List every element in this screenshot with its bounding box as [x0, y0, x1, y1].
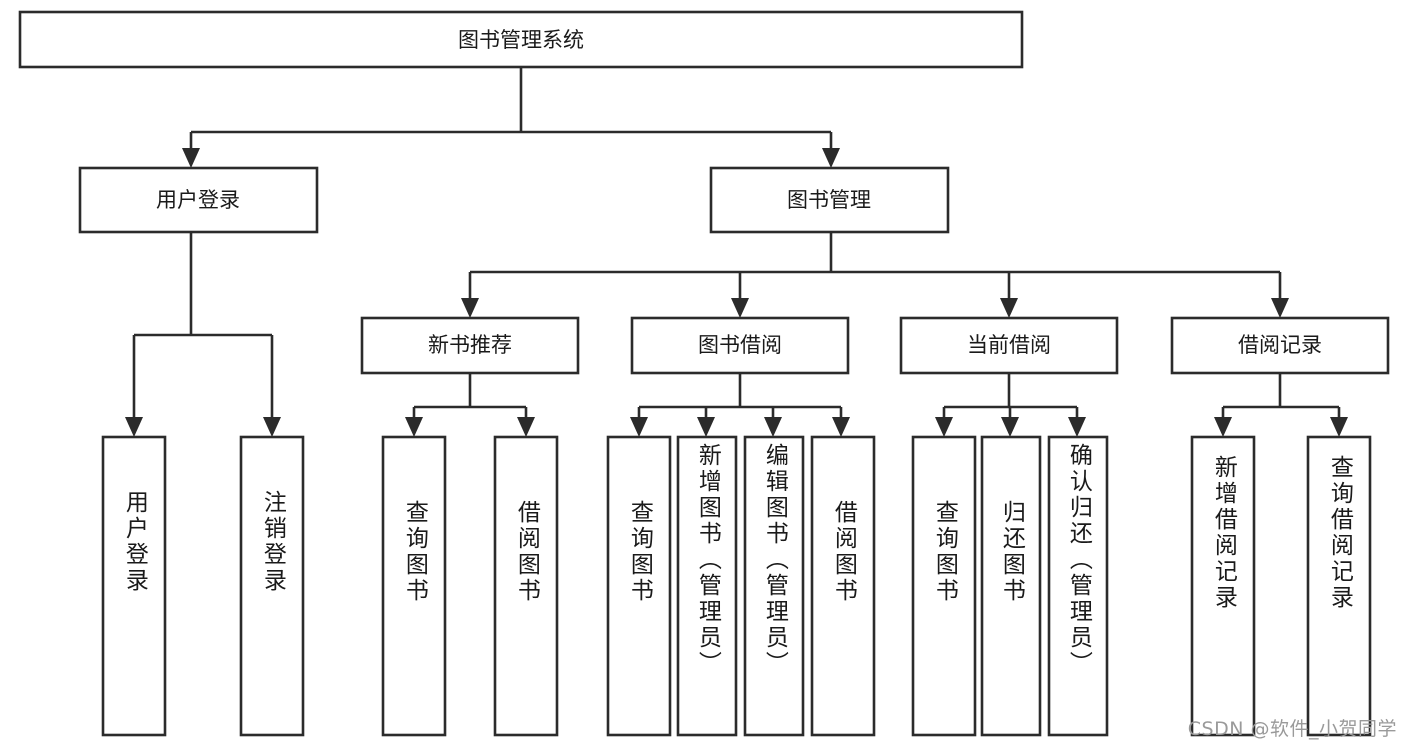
- arrowhead-book-borrow: [731, 298, 749, 318]
- arrowhead-leaf-query-book-2: [630, 417, 648, 437]
- node-book-manage-box[interactable]: [709, 166, 950, 234]
- arrowhead-leaf-edit-book: [764, 417, 782, 437]
- csdn-watermark: CSDN @软件_小贺同学: [1187, 718, 1397, 740]
- arrowhead-leaf-confirm-return: [1068, 417, 1086, 437]
- node-root[interactable]: 图书管理系统: [18, 10, 1024, 69]
- node-leaf-confirm-return-box[interactable]: [1047, 435, 1109, 737]
- node-leaf-add-book-box[interactable]: [676, 435, 738, 737]
- node-root-label: 图书管理系统: [458, 28, 584, 52]
- node-current-borrow-label: 当前借阅: [967, 333, 1051, 357]
- arrowhead-leaf-add-book: [697, 417, 715, 437]
- node-borrow-record-label: 借阅记录: [1238, 333, 1322, 357]
- node-borrow-record-box[interactable]: [1170, 316, 1390, 375]
- arrowhead-leaf-user-logout: [263, 417, 281, 437]
- node-user-login-label: 用户登录: [156, 188, 240, 212]
- node-leaf-user-login-box[interactable]: [101, 435, 167, 737]
- node-book-manage-label: 图书管理: [787, 188, 871, 212]
- node-book-borrow[interactable]: 图书借阅: [630, 316, 850, 375]
- node-book-manage[interactable]: 图书管理: [709, 166, 950, 234]
- node-leaf-query-book-3-box[interactable]: [911, 435, 977, 737]
- arrowhead-current-borrow: [1000, 298, 1018, 318]
- node-current-borrow[interactable]: 当前借阅: [899, 316, 1119, 375]
- arrowhead-leaf-add-record: [1214, 417, 1232, 437]
- node-new-book-rec-label: 新书推荐: [428, 333, 512, 357]
- node-leaf-edit-book-box[interactable]: [743, 435, 805, 737]
- node-leaf-add-record-box[interactable]: [1190, 435, 1256, 737]
- node-layer: 图书管理系统 用户登录 图书管理 新书推荐 图书借阅 当前: [18, 10, 1390, 737]
- arrowhead-leaf-query-book-3: [935, 417, 953, 437]
- node-borrow-record[interactable]: 借阅记录: [1170, 316, 1390, 375]
- connector-layer: [125, 67, 1348, 437]
- node-new-book-rec-box[interactable]: [360, 316, 580, 375]
- node-leaf-query-record-box[interactable]: [1306, 435, 1372, 737]
- node-book-borrow-box[interactable]: [630, 316, 850, 375]
- arrowhead-leaf-user-login: [125, 417, 143, 437]
- arrowhead-leaf-query-record: [1330, 417, 1348, 437]
- arrowhead-leaf-borrow-book-1: [517, 417, 535, 437]
- node-root-box[interactable]: [18, 10, 1024, 69]
- node-leaf-user-logout-box[interactable]: [239, 435, 305, 737]
- node-leaf-return-book-box[interactable]: [980, 435, 1042, 737]
- node-user-login-box[interactable]: [78, 166, 319, 234]
- node-leaf-query-book-2-box[interactable]: [606, 435, 672, 737]
- node-current-borrow-box[interactable]: [899, 316, 1119, 375]
- arrowhead-borrow-record: [1271, 298, 1289, 318]
- arrowhead-user-login: [182, 148, 200, 168]
- arrowhead-leaf-borrow-book-2: [832, 417, 850, 437]
- node-leaf-query-book-1-box[interactable]: [381, 435, 447, 737]
- node-book-borrow-label: 图书借阅: [698, 333, 782, 357]
- arrowhead-leaf-return-book: [1001, 417, 1019, 437]
- node-user-login[interactable]: 用户登录: [78, 166, 319, 234]
- arrowhead-book-manage: [822, 148, 840, 168]
- node-leaf-borrow-book-2-box[interactable]: [810, 435, 876, 737]
- arrowhead-new-book-rec: [461, 298, 479, 318]
- arrowhead-leaf-query-book-1: [405, 417, 423, 437]
- node-new-book-rec[interactable]: 新书推荐: [360, 316, 580, 375]
- node-leaf-borrow-book-1-box[interactable]: [493, 435, 559, 737]
